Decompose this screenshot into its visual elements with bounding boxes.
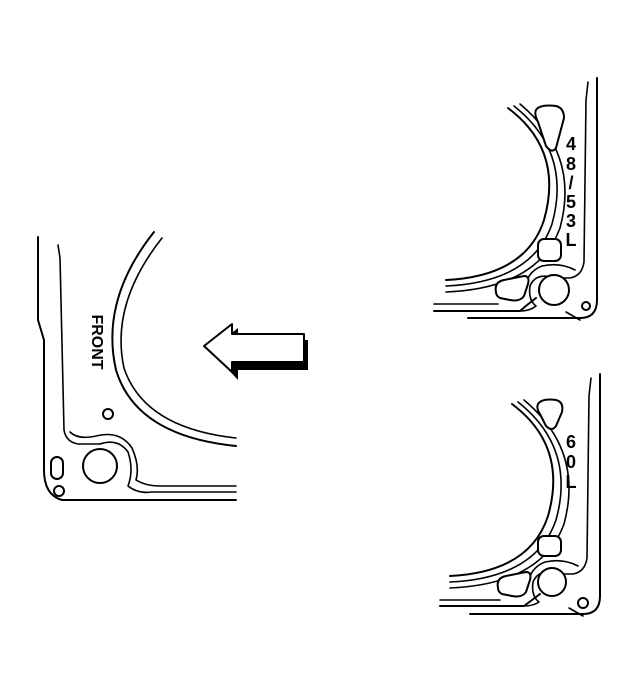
variant-label-char: L <box>566 472 577 492</box>
variant-label-60: 6 0 L <box>566 432 577 492</box>
variant-large-hole <box>538 274 570 306</box>
left-arrow-icon <box>203 323 308 380</box>
large-coolant-hole <box>82 448 118 484</box>
cylinder-bore-arc-outer <box>111 231 237 447</box>
variant-label-char: 0 <box>566 452 576 472</box>
variant-label-char: 3 <box>566 211 576 231</box>
main-gasket-corner: FRONT <box>37 231 237 501</box>
variant-outer-edge <box>469 373 601 615</box>
corner-hole <box>53 485 65 497</box>
gasket-bead-line <box>99 441 237 494</box>
variant-label-char: L <box>566 230 577 250</box>
variant-bore-arc-mid <box>449 401 562 583</box>
variant-label-char: / <box>568 173 573 193</box>
variant-label-char: 8 <box>566 154 576 174</box>
variant-inner-edge <box>556 377 592 575</box>
slot-hole <box>50 456 64 480</box>
variant-square-hole <box>537 535 562 557</box>
variant-label-char: 4 <box>566 134 576 154</box>
variant-outer-edge <box>467 77 598 319</box>
variant-corner-line <box>568 607 584 617</box>
variant-large-hole <box>537 567 567 597</box>
variant-label-char: 6 <box>566 432 576 452</box>
gasket-outer-edge <box>37 236 237 501</box>
variant-label-48-53: 4 8 / 5 3 L <box>566 134 577 250</box>
variant-bore-arc-outer <box>445 107 551 281</box>
variant-gasket-60: 6 0 L <box>439 373 601 617</box>
variant-triangle-hole-top <box>536 398 564 430</box>
variant-label-char: 5 <box>566 192 576 212</box>
arrow-face <box>203 323 305 373</box>
variant-triangle-hole-top <box>534 104 566 152</box>
variant-square-hole <box>537 238 562 262</box>
variant-bore-arc-outer <box>449 403 555 577</box>
front-label: FRONT <box>88 314 105 369</box>
variant-inner-edge <box>553 81 589 279</box>
variant-corner-line <box>565 311 581 321</box>
variant-triangle-hole-bottom <box>496 570 532 598</box>
gasket-bead-line-2 <box>69 431 237 487</box>
variant-triangle-hole-bottom <box>494 274 530 302</box>
gasket-inner-edge <box>57 244 101 445</box>
small-hole <box>102 408 114 420</box>
variant-corner-hole <box>577 597 589 609</box>
variant-gasket-48-53: 4 8 / 5 3 L <box>433 77 598 321</box>
cylinder-bore-arc-inner <box>120 237 237 439</box>
variant-corner-hole <box>581 301 591 311</box>
variant-bead-line <box>519 275 555 312</box>
